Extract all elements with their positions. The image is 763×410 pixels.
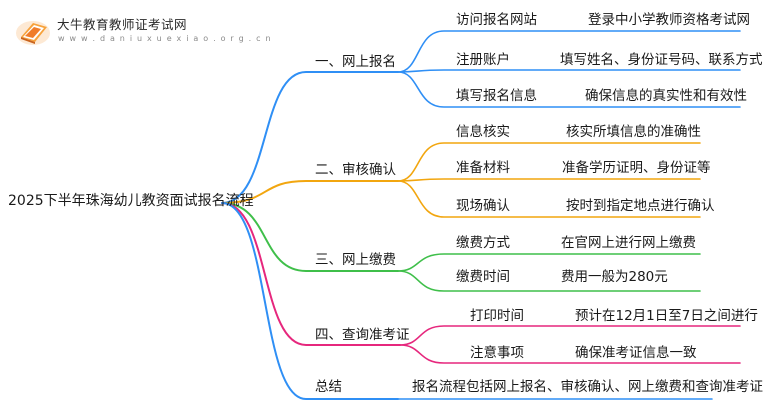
connector-branch-5 bbox=[221, 202, 399, 400]
brand-url: w w w . d a n i u x u e x i a o . o r g … bbox=[58, 34, 272, 43]
connector-branch-4 bbox=[221, 202, 401, 346]
node-visit-site-detail: 登录中小学教师资格考试网 bbox=[588, 12, 750, 28]
node-payment-method: 缴费方式 bbox=[456, 235, 510, 251]
connector-branch-2-child-1 bbox=[397, 142, 701, 182]
node-summary-detail: 报名流程包括网上报名、审核确认、网上缴费和查询准考证 bbox=[412, 379, 763, 395]
node-payment-time: 缴费时间 bbox=[456, 269, 510, 285]
connector-branch-4-child-1 bbox=[399, 325, 741, 346]
connector-branch-2-child-2 bbox=[397, 178, 701, 182]
branch-online-payment: 三、网上缴费 bbox=[315, 252, 396, 268]
node-prepare-materials-detail: 准备学历证明、身份证等 bbox=[562, 160, 711, 176]
node-payment-method-detail: 在官网上进行网上缴费 bbox=[561, 235, 696, 251]
connector-branch-1-child-3 bbox=[397, 71, 741, 108]
node-prepare-materials: 准备材料 bbox=[456, 160, 510, 176]
connector-branch-1-child-1 bbox=[397, 30, 741, 73]
branch-online-registration: 一、网上报名 bbox=[315, 54, 396, 70]
node-info-verify: 信息核实 bbox=[456, 124, 510, 140]
node-notes: 注意事项 bbox=[470, 345, 524, 361]
brand-name: 大牛教育教师证考试网 bbox=[57, 17, 188, 32]
connector-branch-2-child-3 bbox=[397, 180, 701, 218]
book-logo-icon bbox=[16, 21, 50, 45]
branch-admission-ticket: 四、查询准考证 bbox=[315, 327, 410, 343]
connector-branch-1-child-2 bbox=[397, 69, 741, 73]
node-fill-info: 填写报名信息 bbox=[456, 88, 537, 104]
node-visit-site: 访问报名网站 bbox=[456, 12, 537, 28]
node-onsite-confirm: 现场确认 bbox=[456, 198, 510, 214]
connector-branch-3-child-1 bbox=[397, 253, 701, 272]
node-notes-detail: 确保准考证信息一致 bbox=[575, 345, 697, 361]
connector-branch-3-child-2 bbox=[397, 270, 701, 292]
node-payment-time-detail: 费用一般为280元 bbox=[561, 269, 668, 285]
branch-summary: 总结 bbox=[315, 379, 342, 395]
node-onsite-confirm-detail: 按时到指定地点进行确认 bbox=[566, 198, 715, 214]
connector-branch-4-child-2 bbox=[399, 344, 741, 364]
node-info-verify-detail: 核实所填信息的准确性 bbox=[566, 124, 701, 140]
root-topic: 2025下半年珠海幼儿教资面试报名流程 bbox=[8, 193, 254, 209]
node-print-time: 打印时间 bbox=[470, 308, 524, 324]
connector-branch-2 bbox=[221, 180, 399, 204]
branch-review-confirm: 二、审核确认 bbox=[315, 162, 396, 178]
node-register-account: 注册账户 bbox=[456, 52, 510, 68]
node-fill-info-detail: 确保信息的真实性和有效性 bbox=[585, 88, 747, 104]
connector-branch-1 bbox=[221, 71, 399, 204]
node-print-time-detail: 预计在12月1日至7日之间进行 bbox=[575, 308, 758, 324]
node-register-account-detail: 填写姓名、身份证号码、联系方式 bbox=[560, 52, 763, 68]
connector-branch-3 bbox=[221, 202, 399, 272]
